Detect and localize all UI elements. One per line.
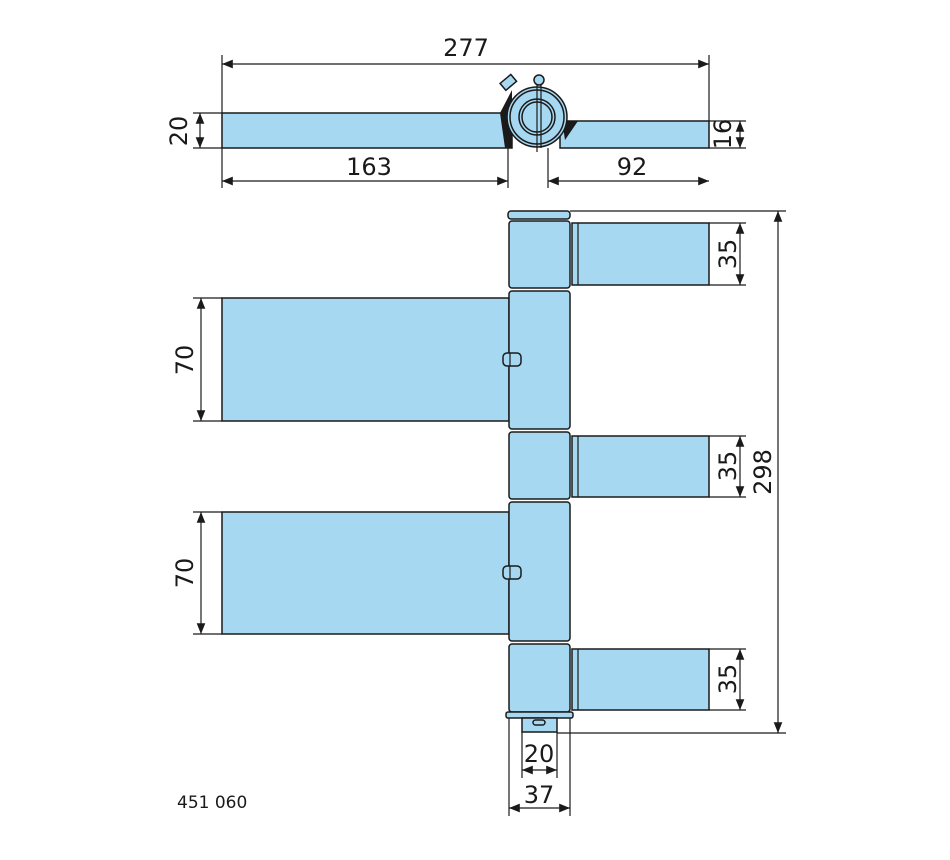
grease-nipple-icon	[502, 565, 522, 580]
dim-overall-height: 298	[749, 449, 777, 495]
dim-pin-width: 20	[524, 740, 555, 768]
barrel-segment	[508, 431, 571, 500]
top-view: 277 20 163 92 16	[165, 34, 746, 188]
dim-left-leaf-height-upper: 70	[171, 345, 199, 376]
grease-nipple-icon	[502, 352, 522, 367]
dim-leaf-thickness-left: 20	[165, 116, 193, 147]
left-leaf-lower	[221, 511, 510, 635]
left-leaf-upper	[221, 297, 510, 422]
right-leaf-bottom	[571, 648, 710, 711]
barrel-segment	[508, 643, 571, 713]
left-leaf-top	[221, 112, 513, 149]
front-view: 70 70 35 35 35 298 20 37	[171, 210, 786, 816]
grease-nipple-icon	[499, 73, 518, 92]
right-leaf-top	[559, 120, 710, 149]
dim-right-leaf-height-top: 35	[714, 239, 742, 270]
dim-right-leaf-height-middle: 35	[714, 451, 742, 482]
dim-right-leaf-length: 92	[617, 153, 648, 181]
split-pin-eye-icon	[533, 74, 545, 86]
right-leaf-middle	[571, 435, 710, 498]
right-leaf-top	[571, 222, 710, 286]
dim-right-leaf-height-bottom: 35	[714, 664, 742, 695]
article-number: 451 060	[177, 793, 247, 813]
barrel-bottom-cap	[505, 711, 574, 719]
dim-barrel-diameter: 37	[524, 781, 555, 809]
dim-overall-width: 277	[443, 34, 489, 62]
barrel-segment	[508, 220, 571, 289]
dim-left-leaf-height-lower: 70	[171, 558, 199, 589]
dim-left-leaf-length: 163	[346, 153, 392, 181]
barrel-top-cap	[507, 210, 571, 220]
dim-leaf-thickness-right: 16	[709, 119, 737, 150]
